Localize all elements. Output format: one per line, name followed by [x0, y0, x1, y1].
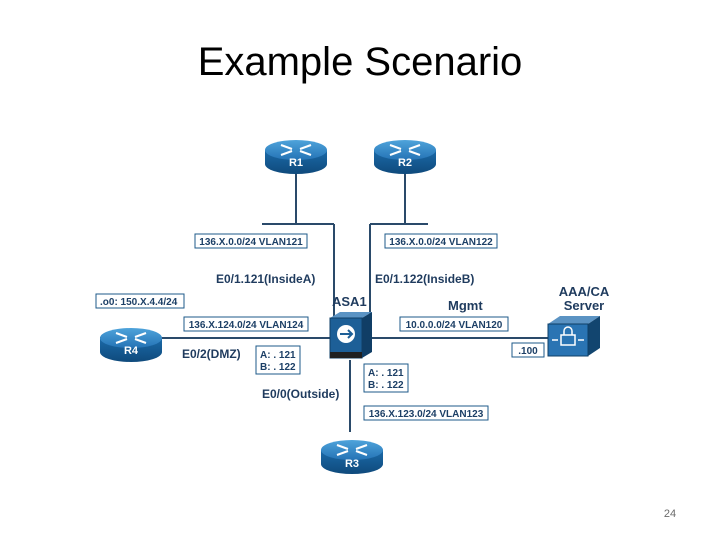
aaa-ca-server[interactable] [547, 316, 600, 357]
page-number: 24 [663, 508, 677, 520]
svg-text:136.X.124.0/24 VLAN124: 136.X.124.0/24 VLAN124 [189, 320, 304, 331]
svg-text:136.X.0.0/24 VLAN121: 136.X.0.0/24 VLAN121 [199, 237, 303, 248]
server-lock-icon [552, 326, 584, 346]
router-arrows-icon [115, 332, 147, 344]
subnet-label-vlan120: 10.0.0.0/24 VLAN120 [399, 316, 509, 332]
interface-label-dmz: E0/2(DMZ) [182, 347, 241, 361]
router-arrows-icon [389, 144, 421, 156]
interface-label-outside: E0/0(Outside) [262, 387, 339, 401]
svg-text:B: . 122: B: . 122 [260, 362, 296, 373]
slide-title: Example Scenario [197, 40, 523, 84]
loopback-label: .o0: 150.X.4.4/24 [95, 293, 185, 309]
router-label: R1 [289, 157, 303, 169]
asa-firewall[interactable] [329, 312, 372, 359]
svg-text:136.X.123.0/24 VLAN123: 136.X.123.0/24 VLAN123 [369, 409, 484, 420]
server-label-line1: AAA/CA [559, 284, 610, 299]
dmz-address-box: A: . 121 B: . 122 [255, 345, 301, 375]
subnet-label-vlan123: 136.X.123.0/24 VLAN123 [363, 405, 489, 421]
router-label: R3 [345, 458, 359, 470]
router-r2[interactable]: R2 [374, 140, 436, 174]
asa-label: ASA1 [332, 294, 367, 309]
router-r3[interactable]: R3 [321, 440, 383, 474]
interface-label-mgmt: Mgmt [448, 298, 483, 313]
svg-text:A: . 121: A: . 121 [368, 368, 404, 379]
router-arrows-icon [336, 444, 368, 456]
svg-text:.o0: 150.X.4.4/24: .o0: 150.X.4.4/24 [100, 297, 178, 308]
router-label: R4 [124, 345, 139, 357]
svg-text:B: . 122: B: . 122 [368, 380, 404, 391]
svg-text:.100: .100 [518, 346, 538, 357]
svg-text:136.X.0.0/24 VLAN122: 136.X.0.0/24 VLAN122 [389, 237, 493, 248]
svg-text:A: . 121: A: . 121 [260, 350, 296, 361]
router-label: R2 [398, 157, 412, 169]
router-r1[interactable]: R1 [265, 140, 327, 174]
router-r4[interactable]: R4 [100, 328, 162, 362]
subnet-label-vlan121: 136.X.0.0/24 VLAN121 [194, 233, 308, 249]
interface-label-inside-b: E0/1.122(InsideB) [375, 272, 474, 286]
svg-text:10.0.0.0/24 VLAN120: 10.0.0.0/24 VLAN120 [406, 320, 503, 331]
interface-label-inside-a: E0/1.121(InsideA) [216, 272, 315, 286]
outside-address-box: A: . 121 B: . 122 [363, 363, 409, 393]
subnet-label-vlan124: 136.X.124.0/24 VLAN124 [183, 316, 309, 332]
server-label-line2: Server [564, 298, 604, 313]
server-host-label: .100 [511, 342, 545, 358]
router-arrows-icon [280, 144, 312, 156]
subnet-label-vlan122: 136.X.0.0/24 VLAN122 [384, 233, 498, 249]
